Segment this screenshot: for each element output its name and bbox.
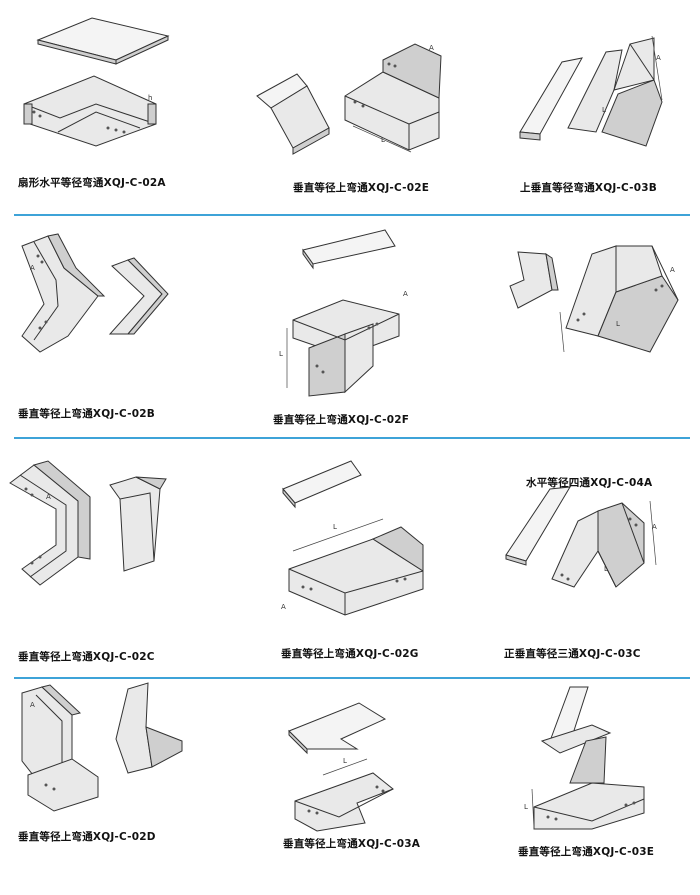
product-caption: 垂直等径上弯通XQJ-C-02B: [18, 408, 155, 420]
svg-text:A: A: [656, 54, 661, 62]
horizontal-elbow-drawing: h: [23, 17, 170, 147]
svg-text:A: A: [403, 290, 408, 298]
product-caption: 垂直等径上弯通XQJ-C-02G: [281, 648, 419, 660]
product-caption: 正垂直等径三通XQJ-C-03C: [504, 648, 641, 660]
section-divider-1: [14, 214, 690, 216]
vertical-elbow-drawing: L A: [256, 43, 442, 155]
product-03b: A L 上垂直等径弯通XQJ-C-03B: [466, 0, 699, 216]
vertical-elbow-drawing: A: [21, 682, 183, 812]
svg-text:L: L: [381, 136, 385, 144]
product-03b-assembly: L A: [466, 216, 699, 432]
svg-text:L: L: [343, 757, 347, 765]
vertical-elbow-drawing: A: [21, 233, 169, 353]
svg-text:L: L: [279, 350, 283, 358]
vertical-elbow-drawing: A: [9, 460, 167, 586]
product-02c: A 垂直等径上弯通XQJ-C-02C: [0, 439, 233, 663]
product-03e: L 垂直等径上弯通XQJ-C-03E: [466, 679, 699, 895]
tee-drawing: L: [288, 702, 394, 832]
product-02f: L A 垂直等径上弯通XQJ-C-02F: [233, 216, 466, 432]
product-caption: 垂直等径上弯通XQJ-C-03E: [518, 846, 655, 858]
svg-text:L: L: [616, 320, 620, 328]
product-02d: A 垂直等径上弯通XQJ-C-02D: [0, 679, 233, 895]
tee-cross-drawing: A L: [505, 486, 657, 588]
svg-text:L: L: [524, 803, 528, 811]
svg-text:A: A: [46, 493, 51, 501]
svg-text:A: A: [281, 603, 286, 611]
svg-text:A: A: [652, 523, 657, 531]
product-caption: 垂直等径上弯通XQJ-C-02E: [293, 182, 430, 194]
product-02a: h 扇形水平等径弯通XQJ-C-02A: [0, 0, 233, 216]
svg-text:h: h: [148, 94, 152, 102]
product-caption: 垂直等径上弯通XQJ-C-02C: [18, 651, 155, 663]
product-caption: 垂直等径上弯通XQJ-C-03A: [283, 838, 421, 850]
product-04a-03c: 水平等径四通XQJ-C-04A A L 正垂直等径三通XQJ-C-03C: [466, 439, 699, 660]
svg-text:L: L: [604, 565, 608, 573]
product-03a: L 垂直等径上弯通XQJ-C-03A: [233, 679, 466, 895]
product-caption: 水平等径四通XQJ-C-04A: [526, 477, 653, 489]
svg-text:A: A: [670, 266, 675, 274]
vertical-elbow-drawing: L A: [279, 229, 408, 397]
svg-text:A: A: [30, 701, 35, 709]
vertical-elbow-drawing: A L: [519, 35, 663, 147]
product-caption: 扇形水平等径弯通XQJ-C-02A: [18, 177, 166, 189]
product-caption: 上垂直等径弯通XQJ-C-03B: [520, 182, 657, 194]
svg-text:A: A: [429, 44, 434, 52]
product-caption: 垂直等径上弯通XQJ-C-02D: [18, 831, 156, 843]
section-divider-2: [14, 437, 690, 439]
vertical-elbow-drawing: L A: [281, 460, 424, 616]
product-02g: L A 垂直等径上弯通XQJ-C-02G: [233, 439, 466, 660]
svg-text:A: A: [30, 264, 35, 272]
svg-text:L: L: [602, 106, 606, 114]
product-caption: 垂直等径上弯通XQJ-C-02F: [273, 414, 410, 426]
svg-text:L: L: [333, 523, 337, 531]
vertical-elbow-drawing: L A: [509, 245, 679, 353]
tee-drawing: L: [524, 686, 645, 830]
product-02e: L A 垂直等径上弯通XQJ-C-02E: [233, 0, 466, 216]
product-02b: A 垂直等径上弯通XQJ-C-02B: [0, 216, 233, 432]
section-divider-3: [14, 677, 690, 679]
